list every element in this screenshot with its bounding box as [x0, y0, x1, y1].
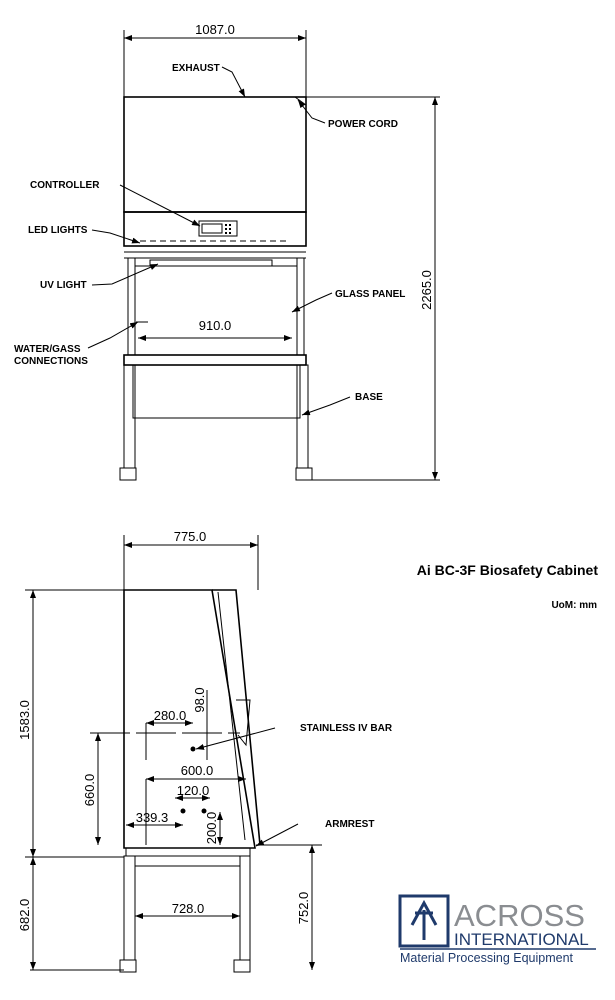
cabinet-side-body — [123, 589, 256, 849]
label-controller: CONTROLLER — [30, 180, 100, 191]
label-water-gas-2: CONNECTIONS — [14, 356, 88, 367]
side-height-dimension: 1583.0 — [17, 700, 32, 740]
height-dimension: 2265.0 — [419, 270, 434, 310]
inner-660-dimension: 660.0 — [82, 774, 97, 807]
opening-dimension: 910.0 — [199, 318, 232, 333]
unit-of-measure: UoM: mm — [551, 600, 597, 611]
port-spacing-dimension: 120.0 — [177, 783, 210, 798]
work-surface — [123, 354, 307, 366]
drawing-title: Ai BC-3F Biosafety Cabinet — [417, 562, 599, 578]
glass-panel — [134, 265, 298, 356]
label-water-gas-1: WATER/GASS — [14, 344, 81, 355]
armrest-height-dimension: 752.0 — [296, 892, 311, 925]
port-left — [180, 808, 186, 814]
port-offset-dimension: 339.3 — [136, 810, 169, 825]
label-exhaust: EXHAUST — [172, 63, 220, 74]
logo-name-1: ACROSS — [454, 898, 585, 933]
width-dimension: 1087.0 — [195, 22, 235, 37]
leg-span-dimension: 728.0 — [172, 901, 205, 916]
uv-light — [149, 259, 273, 267]
side-left-leg — [123, 855, 136, 962]
across-international-logo: ACROSS INTERNATIONAL Material Processing… — [398, 894, 596, 965]
inner-600-dimension: 600.0 — [181, 763, 214, 778]
label-base: BASE — [355, 392, 383, 403]
front-view: 1087.0 910.0 2265.0 EXHAUST POWER CORD — [14, 22, 440, 481]
label-iv-bar: STAINLESS IV BAR — [300, 723, 393, 734]
bar-offset-dimension: 280.0 — [154, 708, 187, 723]
port-height-dimension: 200.0 — [204, 812, 219, 845]
label-led-lights: LED LIGHTS — [28, 225, 88, 236]
right-caster — [295, 467, 313, 481]
logo-tagline: Material Processing Equipment — [400, 951, 574, 965]
label-armrest: ARMREST — [325, 819, 374, 830]
side-work-surface — [125, 847, 251, 857]
logo-name-2: INTERNATIONAL — [454, 930, 589, 949]
leg-height-dimension: 682.0 — [17, 899, 32, 932]
base-cabinet — [132, 364, 301, 419]
label-glass-panel: GLASS PANEL — [335, 289, 405, 300]
depth-dimension: 775.0 — [174, 529, 207, 544]
label-uv-light: UV LIGHT — [40, 280, 87, 291]
control-band — [123, 211, 307, 247]
side-view: 775.0 1583.0 682.0 752.0 660.0 280.0 98.… — [17, 529, 393, 973]
cabinet-upper-body — [123, 96, 307, 213]
side-right-leg — [239, 855, 251, 962]
iv-bar-point — [190, 746, 196, 752]
left-caster — [119, 467, 137, 481]
bar-drop-dimension: 98.0 — [192, 687, 207, 712]
port-right — [201, 808, 207, 814]
controller-panel — [198, 220, 238, 237]
label-power-cord: POWER CORD — [328, 119, 398, 130]
